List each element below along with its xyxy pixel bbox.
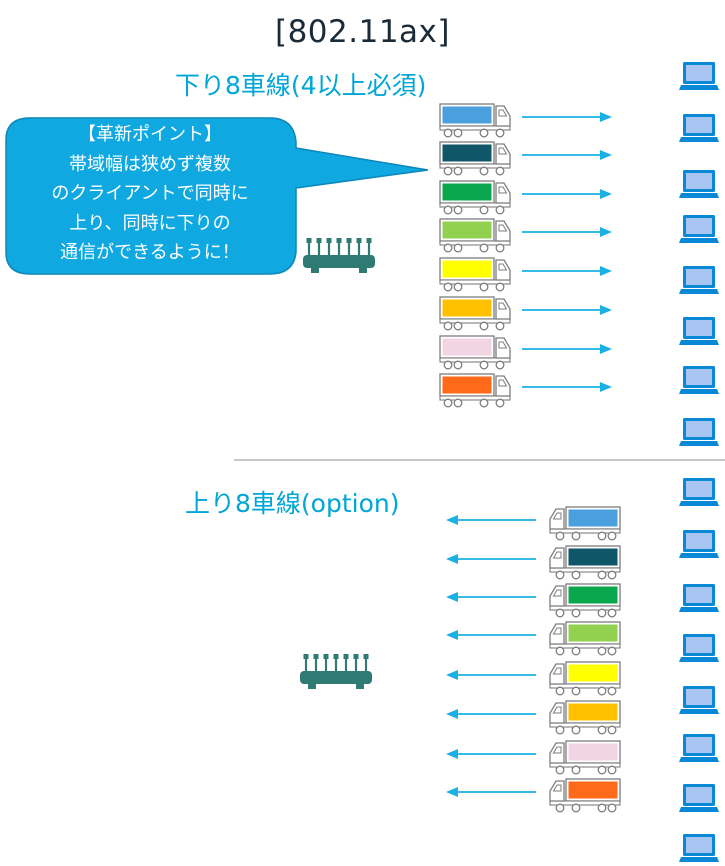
downlink-arrow-icon-5	[522, 266, 612, 276]
client-laptop-icon-6	[679, 317, 719, 345]
client-laptop-icon-3	[679, 170, 719, 198]
uplink-truck-icon-4	[549, 621, 621, 656]
uplink-arrow-icon-1	[446, 515, 536, 525]
client-laptop-icon-15	[679, 784, 719, 812]
downlink-truck-icon-2	[439, 141, 511, 176]
uplink-truck-icon-6	[549, 700, 621, 735]
downlink-arrow-icon-6	[522, 305, 612, 315]
client-laptop-icon-7	[679, 366, 719, 394]
uplink-arrow-icon-7	[446, 749, 536, 759]
client-laptop-icon-8	[679, 418, 719, 446]
uplink-arrow-icon-3	[446, 592, 536, 602]
uplink-truck-icon-7	[549, 740, 621, 775]
downlink-truck-icon-1	[439, 103, 511, 138]
downlink-arrow-icon-3	[522, 189, 612, 199]
uplink-truck-icon-3	[549, 583, 621, 618]
uplink-truck-icon-5	[549, 661, 621, 696]
uplink-arrow-icon-5	[446, 670, 536, 680]
callout-line-1: 【革新ポイント】	[78, 124, 222, 145]
client-laptop-icon-16	[679, 834, 719, 862]
callout-line-5: 通信ができるように！	[60, 242, 240, 263]
downlink-truck-icon-5	[439, 257, 511, 292]
client-laptop-icon-13	[679, 686, 719, 714]
callout-line-2: 帯域幅は狭めず複数	[69, 153, 231, 175]
client-laptop-icon-5	[679, 266, 719, 294]
callout-line-3: のクライアントで同時に	[51, 183, 249, 204]
uplink-truck-icon-2	[549, 545, 621, 580]
client-laptop-icon-1	[679, 62, 719, 90]
downlink-arrow-icon-1	[522, 112, 612, 122]
client-laptop-icon-2	[679, 114, 719, 142]
uplink-truck-icon-1	[549, 506, 621, 541]
downlink-arrow-icon-8	[522, 382, 612, 392]
uplink-arrow-icon-4	[446, 630, 536, 640]
downlink-arrow-icon-2	[522, 150, 612, 160]
downlink-router-icon	[303, 238, 375, 273]
client-laptop-icon-9	[679, 478, 719, 506]
client-laptop-icon-14	[679, 734, 719, 762]
uplink-label: 上り8車線(option)	[185, 489, 400, 518]
client-laptop-icon-12	[679, 634, 719, 662]
downlink-truck-icon-7	[439, 335, 511, 370]
downlink-arrow-icon-4	[522, 227, 612, 237]
client-laptop-icon-11	[679, 584, 719, 612]
uplink-router-icon	[300, 654, 372, 689]
downlink-truck-icon-4	[439, 218, 511, 253]
uplink-truck-icon-8	[549, 778, 621, 813]
client-laptop-icon-10	[679, 530, 719, 558]
downlink-truck-icon-6	[439, 296, 511, 331]
callout-line-4: 上り、同時に下りの	[69, 212, 231, 234]
callout-text: 【革新ポイント】 帯域幅は狭めず複数 のクライアントで同時に 上り、同時に下りの…	[8, 120, 292, 268]
callout-bubble	[5, 117, 429, 275]
downlink-truck-icon-3	[439, 180, 511, 215]
uplink-arrow-icon-8	[446, 787, 536, 797]
section-divider	[234, 459, 725, 461]
downlink-label: 下り8車線(4以上必須)	[175, 71, 427, 100]
diagram-title: [802.11ax]	[274, 14, 450, 50]
uplink-arrow-icon-2	[446, 554, 536, 564]
callout-shape	[5, 117, 429, 275]
client-laptop-icon-4	[679, 215, 719, 243]
downlink-arrow-icon-7	[522, 344, 612, 354]
uplink-arrow-icon-6	[446, 709, 536, 719]
downlink-truck-icon-8	[439, 373, 511, 408]
